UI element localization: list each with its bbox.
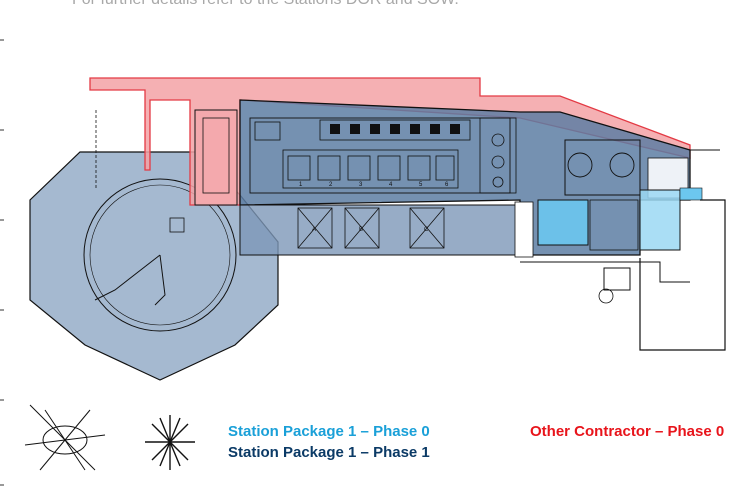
bay-label: C [424,227,429,233]
unit-label: 3 [359,182,363,188]
bay-label: B [359,227,363,233]
phase0-zone [537,199,589,246]
edge-ticks [0,39,4,486]
unit-label: 4 [389,182,393,188]
wind-rose-1 [24,404,106,471]
legend-phase0: Station Package 1 – Phase 0 [228,423,430,440]
unit-label: 2 [329,182,333,188]
unit-label: 6 [445,182,449,188]
header-note: For further details refer to the Station… [72,0,459,9]
wind-rose-2 [145,415,195,470]
unit-label: 1 [299,182,303,188]
legend-other-contractor: Other Contractor – Phase 0 [530,423,725,440]
unit-labels: 1 2 3 4 5 6A B C [299,182,449,233]
bay-label: A [312,227,316,233]
legend-phase1: Station Package 1 – Phase 1 [228,444,430,461]
unit-label: 5 [419,182,423,188]
tank-circle [83,178,237,332]
